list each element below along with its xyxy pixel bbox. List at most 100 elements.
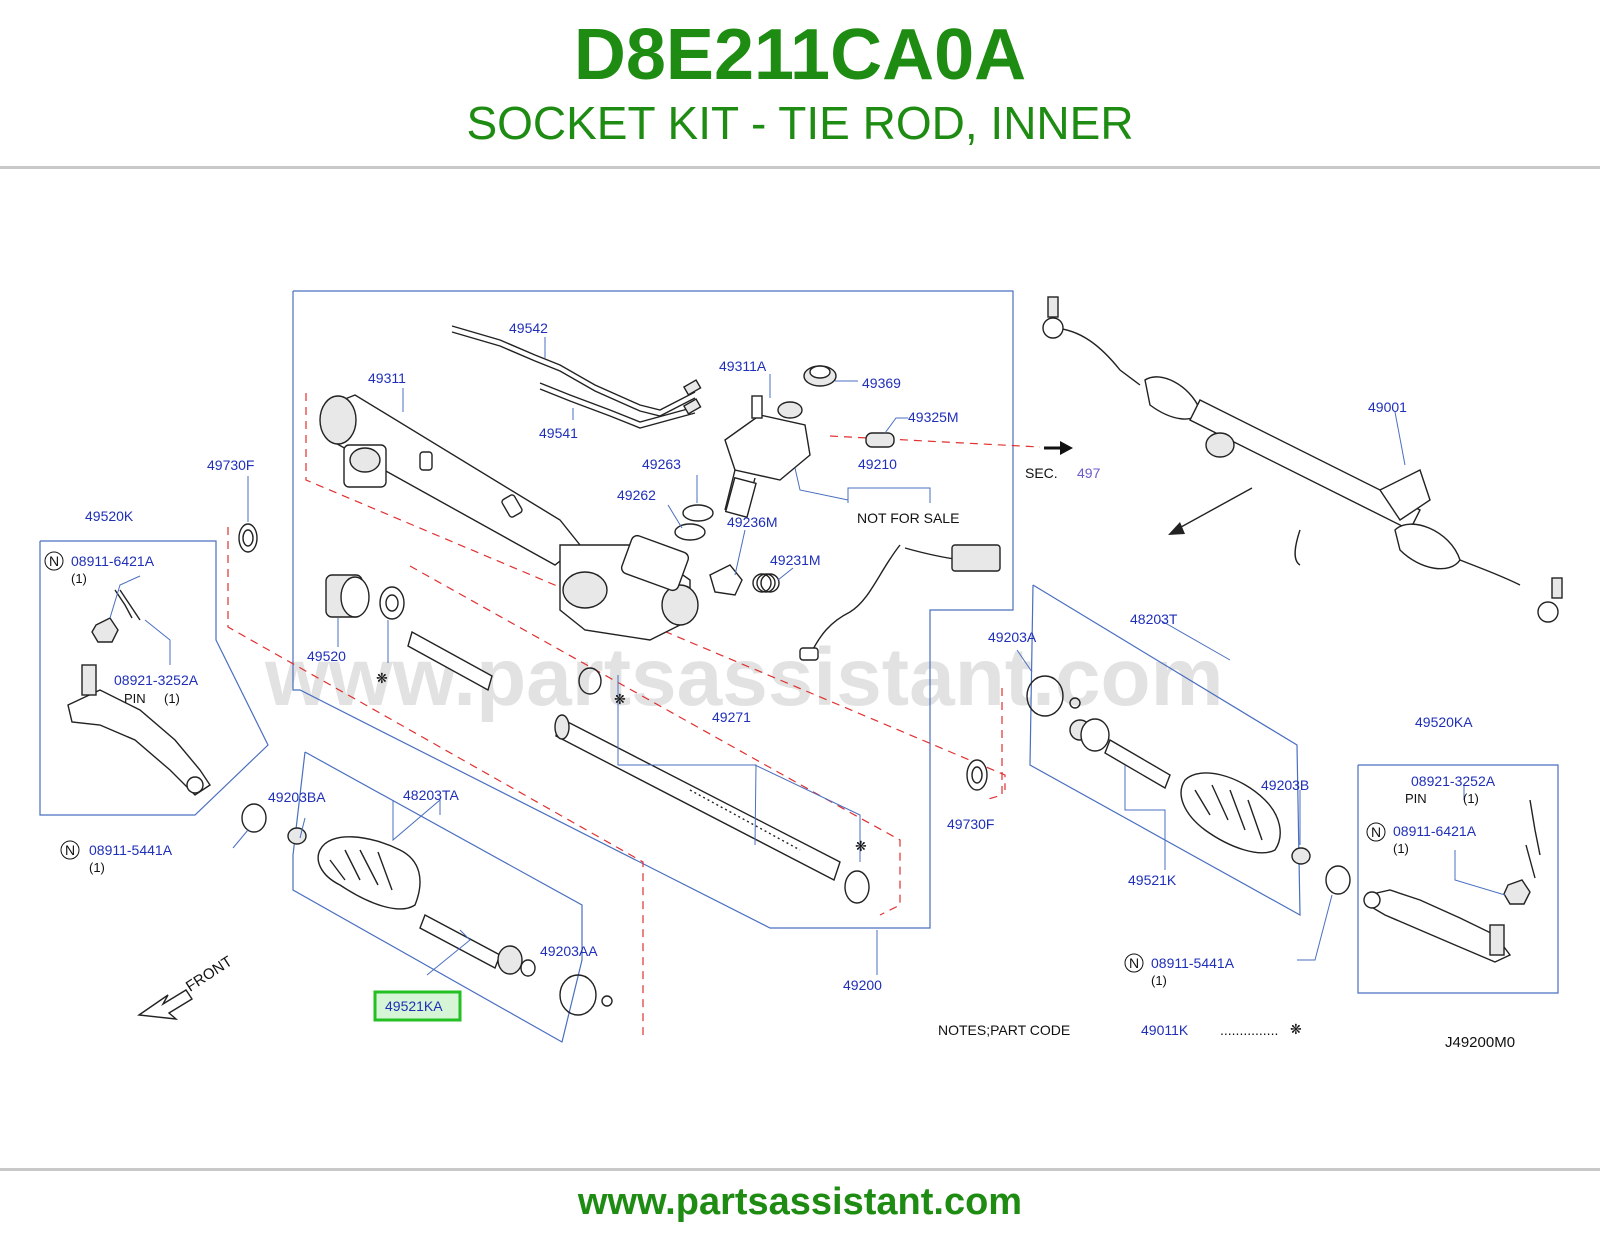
notes-dots: ............... (1220, 1022, 1278, 1038)
n-badge-text: N (49, 553, 59, 569)
asterisk-mark-rack: ❋ (614, 691, 626, 707)
left-boot-kit-box (292, 751, 583, 1043)
diagram-code: J49200M0 (1445, 1034, 1515, 1051)
callout-49520[interactable]: 49520 (307, 648, 346, 664)
callout-49325M[interactable]: 49325M (908, 409, 959, 425)
seal-49730F-mid (966, 759, 988, 791)
callout-49236M[interactable]: 49236M (727, 514, 778, 530)
callout-48203T[interactable]: 48203T (1130, 611, 1178, 627)
dashed-guide-rack (409, 565, 901, 916)
pin-label-left: PIN (124, 691, 146, 706)
callout-49369[interactable]: 49369 (862, 375, 901, 391)
dashed-guide-sec (829, 435, 1041, 448)
tie-rod-end-right-49520KA (1363, 799, 1541, 963)
callout-49210[interactable]: 49210 (858, 456, 897, 472)
callout-49203A[interactable]: 49203A (988, 629, 1037, 645)
callout-08911-5441A-right[interactable]: 08911-5441A (1151, 955, 1235, 971)
callout-49203AA[interactable]: 49203AA (540, 943, 598, 959)
callout-49271[interactable]: 49271 (712, 709, 751, 725)
harness-49210 (799, 544, 1001, 661)
callout-08911-6421A-left[interactable]: 08911-6421A (71, 553, 155, 569)
callout-49262[interactable]: 49262 (617, 487, 656, 503)
left-tie-rod-end-box (39, 540, 269, 816)
qty-right-1: (1) (1463, 791, 1479, 806)
callout-49200[interactable]: 49200 (843, 977, 882, 993)
bushing-49520 (325, 574, 405, 620)
callout-49311[interactable]: 49311 (368, 370, 406, 386)
front-direction-label: FRONT (183, 953, 236, 995)
plug-49325M (865, 432, 895, 448)
callout-08911-6421A-right[interactable]: 08911-6421A (1393, 823, 1477, 839)
notes-part-code-49011K[interactable]: 49011K (1141, 1022, 1189, 1038)
left-boot-assembly (241, 803, 613, 1016)
notes-asterisk: ❋ (1290, 1021, 1302, 1037)
not-for-sale-note: NOT FOR SALE (857, 510, 959, 526)
dashed-guide-right (984, 688, 1003, 801)
section-arrow-icon (1044, 441, 1073, 455)
callout-48203TA[interactable]: 48203TA (403, 787, 459, 803)
gear-housing-49311 (319, 394, 699, 641)
n-badge-right-top: N (1366, 822, 1386, 842)
callout-49542[interactable]: 49542 (509, 320, 548, 336)
callout-49521KA[interactable]: 49521KA (385, 998, 443, 1014)
sec-label: SEC. (1025, 465, 1058, 481)
part-name-subtitle: SOCKET KIT - TIE ROD, INNER (466, 97, 1134, 149)
asterisk-mark-49520: ❋ (376, 670, 388, 686)
front-direction-arrow-icon (1168, 487, 1253, 535)
callout-49730F-top[interactable]: 49730F (207, 457, 254, 473)
pin-label-right: PIN (1405, 791, 1427, 806)
cover-49236M (709, 564, 743, 596)
front-arrow-icon (137, 989, 193, 1020)
sec-reference-497[interactable]: 497 (1077, 465, 1101, 481)
callout-49311A[interactable]: 49311A (719, 358, 767, 374)
footer-website-link[interactable]: www.partsassistant.com (577, 1181, 1023, 1223)
callout-49520K[interactable]: 49520K (85, 508, 134, 524)
o-ring-49263 (682, 504, 714, 522)
footer-divider (0, 1168, 1600, 1171)
callout-08921-3252A-left[interactable]: 08921-3252A (114, 672, 199, 688)
n-badge-right-bottom: N (1124, 953, 1144, 973)
callout-49263[interactable]: 49263 (642, 456, 681, 472)
qty-right-2: (1) (1393, 841, 1409, 856)
callout-49541[interactable]: 49541 (539, 425, 578, 441)
tie-rod-end-left-49520K (67, 589, 211, 796)
n-badge-text: N (65, 842, 75, 858)
spring-49231M (752, 573, 780, 593)
right-boot-kit-box (1029, 584, 1301, 917)
qty-left-1: (1) (71, 571, 87, 586)
notes-part-code-label: NOTES;PART CODE (938, 1022, 1070, 1038)
highlighted-part-49521KA[interactable]: 49521KA (373, 990, 462, 1022)
seal-49730F-top (238, 523, 258, 553)
header-divider (0, 166, 1600, 169)
n-badge-text: N (1129, 955, 1139, 971)
part-number-title: D8E211CA0A (573, 15, 1027, 95)
seal-49730F-top-inner (242, 529, 254, 547)
seal-49730F-mid-inner (971, 766, 983, 784)
callout-49521K[interactable]: 49521K (1128, 872, 1177, 888)
qty-left-2: (1) (164, 691, 180, 706)
qty-right-3: (1) (1151, 973, 1167, 988)
callout-49203BA[interactable]: 49203BA (268, 789, 326, 805)
callout-49730F-mid[interactable]: 49730F (947, 816, 994, 832)
dashed-guide-middle (227, 527, 644, 1035)
header: D8E211CA0A SOCKET KIT - TIE ROD, INNER (0, 0, 1600, 170)
callout-49001[interactable]: 49001 (1368, 399, 1407, 415)
n-badge-text: N (1371, 824, 1381, 840)
rack-bar-49271 (407, 630, 870, 904)
asterisk-mark-seal: ❋ (855, 838, 867, 854)
callout-08921-3252A-right[interactable]: 08921-3252A (1411, 773, 1496, 789)
leader-lines (109, 337, 1506, 976)
callout-08911-5441A-left[interactable]: 08911-5441A (89, 842, 173, 858)
callout-49520KA[interactable]: 49520KA (1415, 714, 1473, 730)
pipe-assembly-49542 (451, 325, 702, 429)
n-badge-left-top: N (44, 551, 64, 571)
valve-housing (724, 395, 811, 519)
qty-left-3: (1) (89, 860, 105, 875)
o-ring-49262 (674, 523, 706, 541)
callout-49203B[interactable]: 49203B (1261, 777, 1309, 793)
callout-49231M[interactable]: 49231M (770, 552, 821, 568)
main-assembly-boundary (292, 290, 1014, 929)
right-boot-assembly (1026, 675, 1351, 895)
complete-rack-assembly-49001 (1042, 296, 1563, 623)
